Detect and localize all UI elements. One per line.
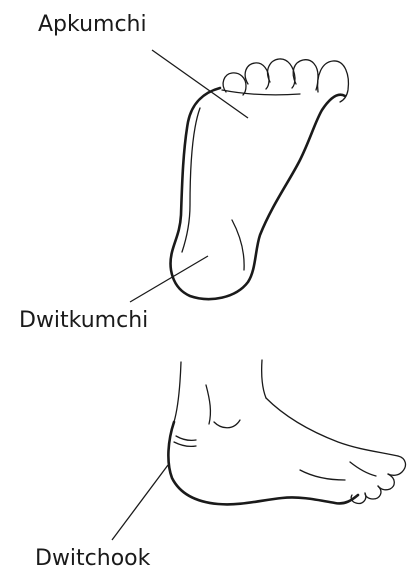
leader-line-middle [130,256,208,302]
foot-side-drawing [168,360,405,504]
ankle-bone [214,420,240,428]
label-dwitchook: Dwitchook [35,548,150,570]
toe-knuckle-detail [350,462,376,476]
heel-crease [232,220,244,270]
leg-front-line [262,360,266,398]
ankle-crease [176,436,196,440]
ankle-detail [206,385,210,424]
side-toe-big [388,456,405,475]
leg-back-line [174,362,181,422]
side-sole-outline [168,422,358,504]
fourth-toe [245,63,269,89]
sole-arch-line [182,108,200,252]
ball-crease [222,90,300,95]
label-apkumchi: Apkumchi [38,14,147,36]
instep-line [266,398,398,456]
side-toe-2 [378,474,394,490]
side-arch-detail [300,470,345,480]
second-toe [293,60,318,90]
leader-line-bottom [112,465,168,540]
third-toe [268,59,295,88]
ankle-crease-2 [174,442,196,446]
label-dwitkumchi: Dwitkumchi [19,310,148,332]
side-toe-3 [365,486,381,499]
